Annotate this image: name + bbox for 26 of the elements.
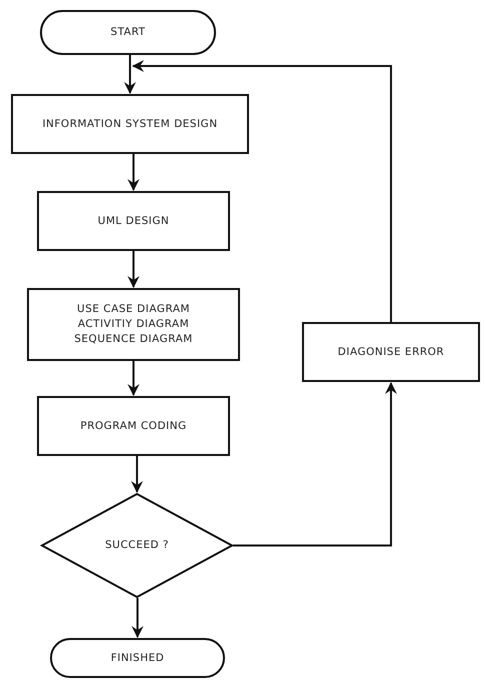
- start-terminal: [40, 10, 216, 55]
- process-box: [11, 94, 249, 154]
- node-label: PROGRAM CODING: [79, 418, 188, 434]
- node-label: SUCCEED ?: [104, 538, 170, 553]
- process-box: [37, 396, 230, 456]
- arrow: [131, 456, 143, 493]
- arrow: [132, 60, 392, 322]
- end-terminal: [50, 638, 225, 678]
- node-label: UML DESIGN: [96, 214, 170, 228]
- arrow: [233, 382, 397, 546]
- node-label: START: [110, 25, 146, 40]
- node-label: USE CASE DIAGRAM: [76, 302, 191, 317]
- node-label: DIAGONISE ERROR: [336, 344, 446, 360]
- process-box: [27, 288, 240, 361]
- node-label: INFORMATION SYSTEM DESIGN: [41, 116, 219, 132]
- decision-diamond: [41, 493, 233, 598]
- arrow: [128, 154, 140, 191]
- node-label: SEQUENCE DIAGRAM: [73, 332, 194, 347]
- process-box: [37, 191, 230, 251]
- process-box: [302, 322, 480, 382]
- node-label: FINISHED: [110, 650, 166, 666]
- arrow: [124, 55, 136, 94]
- arrow: [132, 598, 144, 638]
- arrow: [128, 361, 140, 396]
- arrow: [128, 251, 140, 288]
- node-label: ACTIVITIY DIAGRAM: [76, 317, 190, 332]
